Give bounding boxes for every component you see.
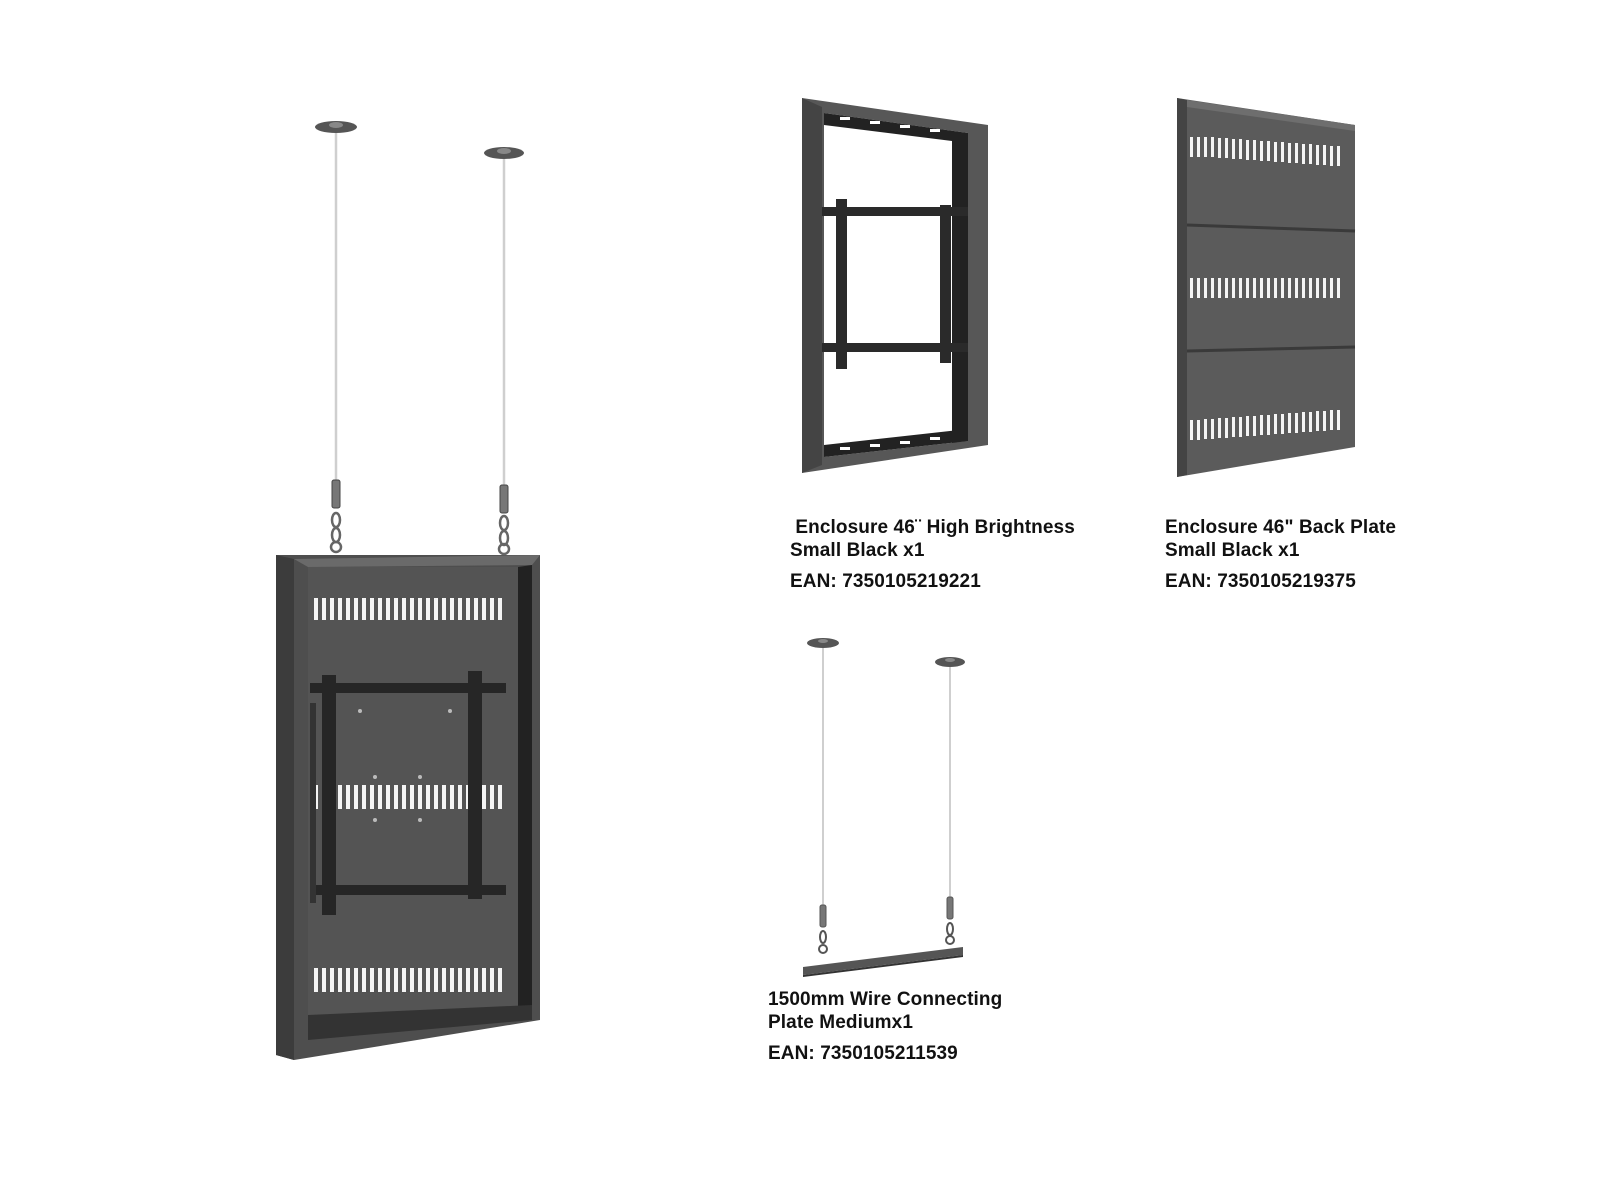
mounting-bracket bbox=[310, 671, 506, 915]
connecting-plate-bar bbox=[803, 947, 963, 975]
turnbuckle-left bbox=[329, 479, 343, 554]
product-title-line1: Enclosure 46" Back Plate bbox=[1165, 517, 1397, 538]
back-plate-image bbox=[1177, 98, 1356, 477]
turnbuckle-right bbox=[497, 484, 511, 556]
product-ean: EAN: 7350105211539 bbox=[768, 1043, 958, 1064]
enclosure-box bbox=[276, 555, 540, 1060]
frame-mounting-bracket bbox=[822, 199, 968, 369]
vent-bottom bbox=[314, 968, 502, 992]
product-caption-enclosure-frame: Enclosure 46¨ High Brightness Small Blac… bbox=[790, 516, 1075, 593]
product-title-line1: Enclosure 46¨ High Brightness bbox=[790, 517, 1075, 538]
back-plate-vent-middle bbox=[1190, 278, 1340, 298]
back-plate-vent-top bbox=[1190, 137, 1340, 166]
back-plate-vent-bottom bbox=[1190, 410, 1340, 440]
product-caption-wire-plate: 1500mm Wire Connecting Plate Mediumx1 EA… bbox=[768, 988, 1002, 1065]
product-caption-back-plate: Enclosure 46" Back Plate Small Black x1 … bbox=[1165, 516, 1396, 593]
product-title-line2: Small Black x1 bbox=[1165, 540, 1300, 561]
enclosure-frame-image bbox=[802, 98, 988, 473]
assembled-hanging-enclosure-image bbox=[276, 121, 540, 1060]
product-title-line2: Plate Mediumx1 bbox=[768, 1012, 914, 1033]
vent-top bbox=[314, 598, 502, 620]
product-ean: EAN: 7350105219221 bbox=[790, 571, 981, 592]
product-ean: EAN: 7350105219375 bbox=[1165, 571, 1356, 592]
wire-connecting-plate-image bbox=[803, 638, 965, 977]
product-title-line1: 1500mm Wire Connecting bbox=[768, 989, 1003, 1010]
product-title-line2: Small Black x1 bbox=[790, 540, 925, 561]
